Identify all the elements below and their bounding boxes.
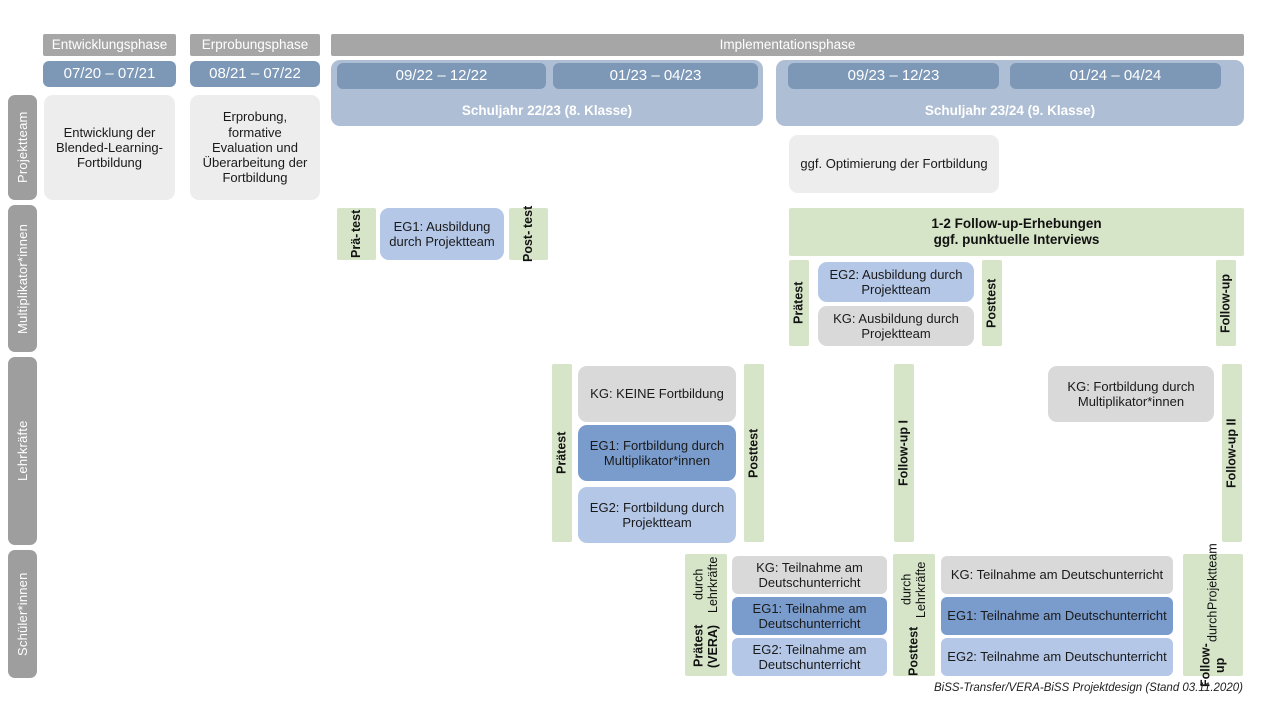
phase-header-entwicklungsphase: Entwicklungsphase: [43, 34, 176, 56]
date-chip-0123-0423: 01/23 – 04/23: [553, 63, 758, 89]
schueler-kg-late-box: KG: Teilnahme am Deutschunterricht: [941, 556, 1173, 594]
lehrkraefte-posttest-strip: Posttest: [744, 364, 764, 542]
multiplikatoren-posttest-strip: Post- test: [509, 206, 548, 262]
multiplikatoren-followup-band: 1-2 Follow-up-Erhebungen ggf. punktuelle…: [789, 208, 1244, 256]
projektteam-box-optimierung: ggf. Optimierung der Fortbildung: [789, 135, 999, 193]
schueler-followup-line2: durch: [1205, 610, 1220, 643]
schueler-eg1-late-box: EG1: Teilnahme am Deutschunterricht: [941, 597, 1173, 635]
lehrkraefte-kg-box: KG: KEINE Fortbildung: [578, 366, 736, 422]
multiplikatoren-posttest-late-strip: Posttest: [982, 260, 1002, 346]
schueler-praetest-strip: Prätest (VERA) durch Lehrkräfte: [685, 554, 727, 676]
date-chip-0720-0721: 07/20 – 07/21: [43, 61, 176, 87]
schueler-posttest-line1: Posttest: [906, 626, 921, 676]
date-chip-0923-1223: 09/23 – 12/23: [788, 63, 999, 89]
phase-header-erprobungsphase: Erprobungsphase: [190, 34, 320, 56]
date-chip-0821-0722: 08/21 – 07/22: [190, 61, 320, 87]
followup-band-line2: ggf. punktuelle Interviews: [933, 232, 1100, 247]
projektteam-box-erprobung: Erprobung, formative Evaluation und Über…: [190, 95, 320, 200]
posttest-line1: Post-: [521, 230, 536, 262]
schueler-followup-line1: Follow-up: [1198, 643, 1227, 687]
row-label-lehrkraefte: Lehrkräfte: [8, 357, 37, 545]
footer-caption: BiSS-Transfer/VERA-BiSS Projektdesign (S…: [934, 682, 1243, 694]
multiplikatoren-eg2-box: EG2: Ausbildung durch Projektteam: [818, 262, 974, 302]
posttest-line2: test: [521, 206, 536, 229]
lehrkraefte-eg1-box: EG1: Fortbildung durch Multiplikator*inn…: [578, 425, 736, 481]
multiplikatoren-followup-strip: Follow-up: [1216, 260, 1236, 346]
lehrkraefte-kg-late-box: KG: Fortbildung durch Multiplikator*inne…: [1048, 366, 1214, 422]
multiplikatoren-eg1-box: EG1: Ausbildung durch Projektteam: [380, 208, 504, 260]
schueler-eg2-late-box: EG2: Teilnahme am Deutschunterricht: [941, 638, 1173, 676]
schueler-posttest-strip: Posttest durch Lehrkräfte: [893, 554, 935, 676]
schueler-followup-strip: Follow-up durch Projektteam: [1183, 543, 1243, 687]
lehrkraefte-eg2-box: EG2: Fortbildung durch Projektteam: [578, 487, 736, 543]
row-label-schueler: Schüler*innen: [8, 550, 37, 678]
lehrkraefte-followup2-strip: Follow-up II: [1222, 364, 1242, 542]
multiplikatoren-praetest-late-strip: Prätest: [789, 260, 809, 346]
row-label-projektteam: Projektteam: [8, 95, 37, 200]
date-chip-0124-0424: 01/24 – 04/24: [1010, 63, 1221, 89]
lehrkraefte-praetest-strip: Prätest: [552, 364, 572, 542]
schueler-eg1-early-box: EG1: Teilnahme am Deutschunterricht: [732, 597, 887, 635]
projektteam-box-entwicklung: Entwicklung der Blended-Learning-Fortbil…: [44, 95, 175, 200]
schueler-posttest-line2: durch Lehrkräfte: [899, 561, 928, 618]
schueler-praetest-line2: durch Lehrkräfte: [691, 556, 720, 613]
phase-header-implementationsphase: Implementationsphase: [331, 34, 1244, 56]
praetest-line2: test: [349, 209, 364, 232]
multiplikatoren-kg-box: KG: Ausbildung durch Projektteam: [818, 306, 974, 346]
schueler-followup-line3: Projektteam: [1205, 543, 1220, 610]
multiplikatoren-praetest-strip: Prä- test: [337, 208, 376, 260]
schueler-eg2-early-box: EG2: Teilnahme am Deutschunterricht: [732, 638, 887, 676]
praetest-line1: Prä-: [349, 233, 364, 259]
row-label-multiplikatoren: Multiplikator*innen: [8, 205, 37, 352]
lehrkraefte-followup1-strip: Follow-up I: [894, 364, 914, 542]
followup-band-line1: 1-2 Follow-up-Erhebungen: [931, 216, 1102, 232]
schueler-kg-early-box: KG: Teilnahme am Deutschunterricht: [732, 556, 887, 594]
schueler-praetest-line1: Prätest (VERA): [691, 624, 720, 668]
date-chip-0922-1222: 09/22 – 12/22: [337, 63, 546, 89]
